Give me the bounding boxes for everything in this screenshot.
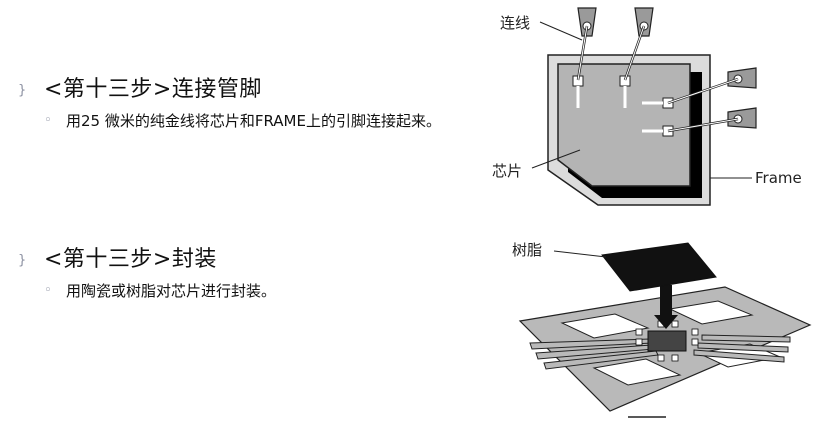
step-heading: <第十三步>连接管脚 xyxy=(44,77,262,102)
encapsulation-figure: 树脂 xyxy=(470,225,836,435)
chip-leader-line xyxy=(531,149,581,169)
resin-block xyxy=(601,242,717,292)
step-heading: <第十三步>封装 xyxy=(44,247,217,272)
resin-label: 树脂 xyxy=(512,241,542,259)
step-subitem-text: 用陶瓷或树脂对芯片进行封装。 xyxy=(66,282,277,300)
step-heading-row: } <第十三步>连接管脚 xyxy=(18,70,458,104)
bullet-icon: } xyxy=(18,252,27,268)
wire-bonding-diagram: 连线 芯片 Frame xyxy=(492,7,802,206)
arrow-shaft xyxy=(660,285,672,315)
frame-window xyxy=(560,313,650,339)
die-pads xyxy=(635,320,699,362)
bullet-icon: } xyxy=(18,82,27,98)
wire-leader-line xyxy=(539,21,583,41)
frame-window xyxy=(592,358,682,386)
sub-bullet-icon: ◦ xyxy=(44,113,52,128)
wire-label: 连线 xyxy=(500,14,530,32)
step-subitem: ◦ 用陶瓷或树脂对芯片进行封装。 xyxy=(44,280,458,302)
encapsulation-diagram: 树脂 xyxy=(512,241,812,418)
die xyxy=(647,330,687,352)
step-subitem-text: 用25 微米的纯金线将芯片和FRAME上的引脚连接起来。 xyxy=(66,112,441,130)
chip-label: 芯片 xyxy=(492,162,522,180)
step-encapsulation: } <第十三步>封装 ◦ 用陶瓷或树脂对芯片进行封装。 xyxy=(18,240,458,302)
resin-leader-line xyxy=(553,250,607,258)
step-subitem: ◦ 用25 微米的纯金线将芯片和FRAME上的引脚连接起来。 xyxy=(44,110,458,132)
step-wire-bonding: } <第十三步>连接管脚 ◦ 用25 微米的纯金线将芯片和FRAME上的引脚连接… xyxy=(18,70,458,132)
frame-label: Frame xyxy=(755,169,802,187)
step-heading-row: } <第十三步>封装 xyxy=(18,240,458,274)
frame-window xyxy=(668,300,754,325)
chip-die xyxy=(557,63,691,187)
sub-bullet-icon: ◦ xyxy=(44,283,52,298)
arrow-down-icon xyxy=(654,315,678,329)
wire-bonding-figure: 连线 芯片 Frame xyxy=(470,0,836,215)
